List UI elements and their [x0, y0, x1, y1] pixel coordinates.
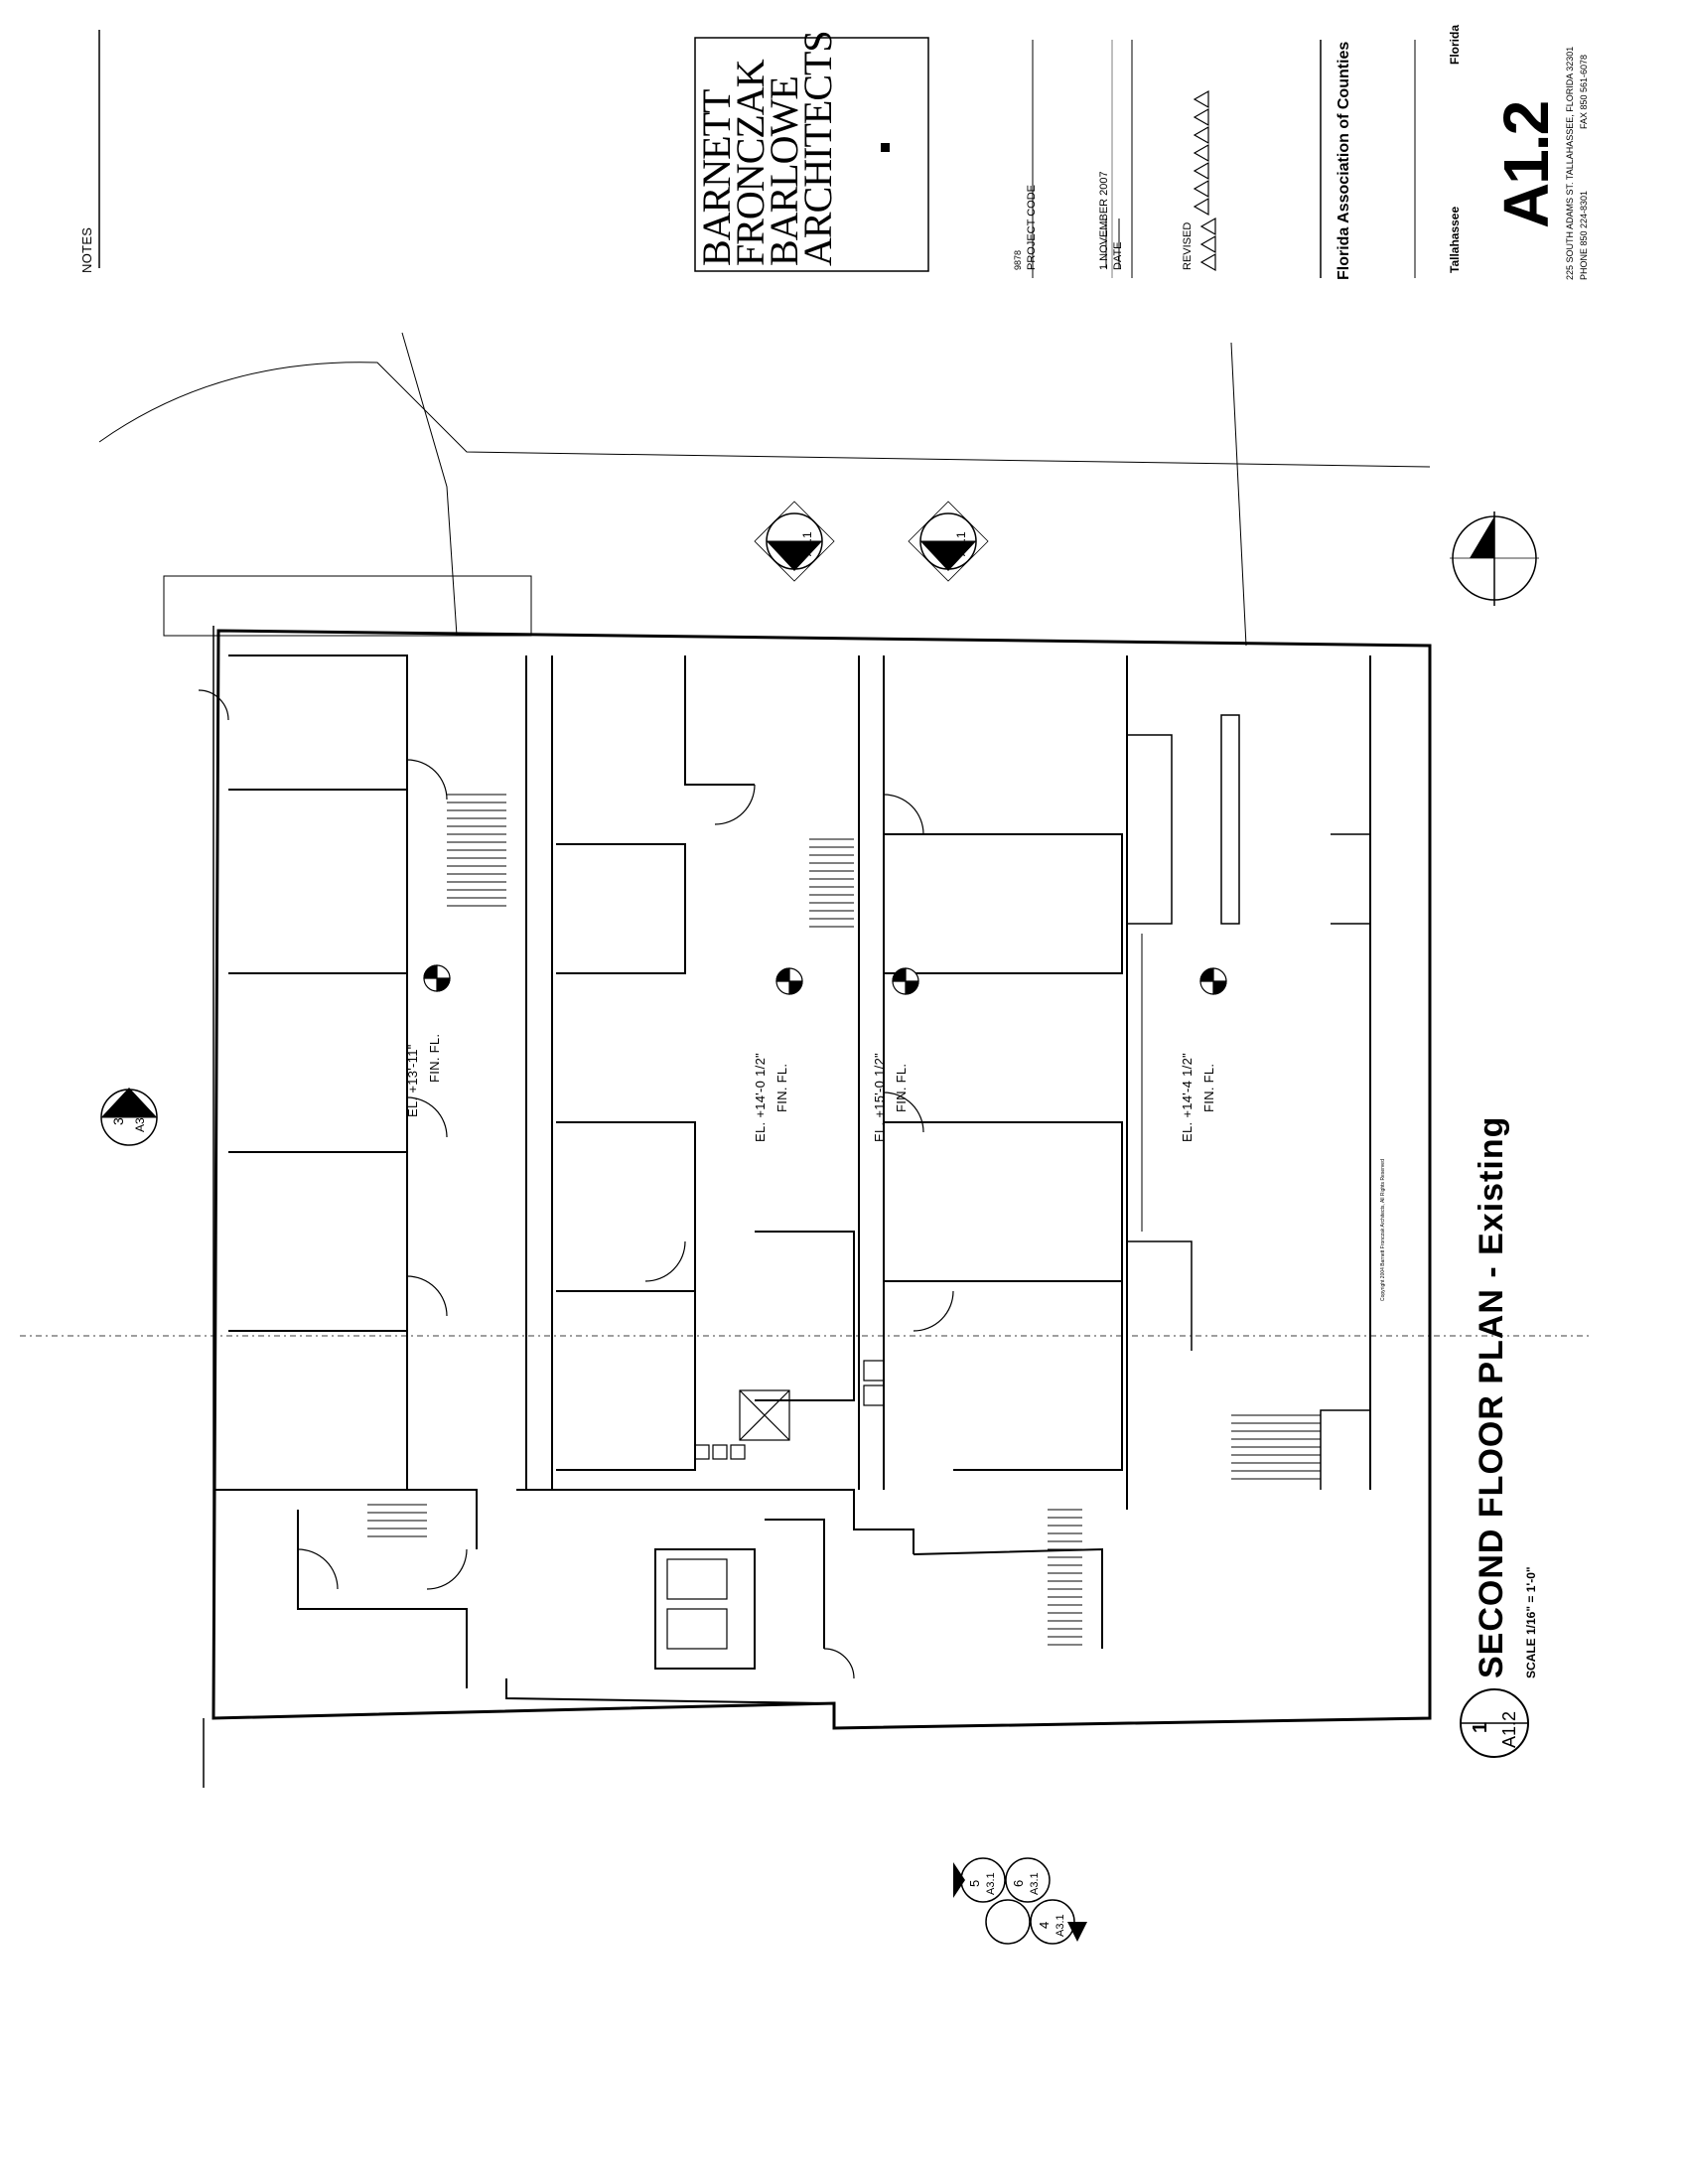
drawing-scale: SCALE 1/16" = 1'-0"	[1524, 1566, 1538, 1678]
section-marker-5-number: 5	[967, 1879, 982, 1887]
client-name: Florida Association of Counties	[1336, 41, 1352, 280]
elevation-label-3: EL. +15'-0 1/2"	[872, 1052, 887, 1142]
section-marker-2-sheet: A3.1	[954, 531, 968, 556]
sheet-number: A1.2	[1490, 101, 1562, 228]
copyright-notice: Copyright 2004 Barnett Fronczak Architec…	[1380, 1159, 1386, 1301]
drawing-title: SECOND FLOOR PLAN - Existing	[1473, 1115, 1510, 1678]
section-marker-6-sheet: A3.1	[1029, 1872, 1041, 1895]
floor-label-2: FIN. FL.	[774, 1063, 789, 1112]
section-marker-3-number: 3	[110, 1117, 126, 1125]
section-marker-6-number: 6	[1011, 1879, 1026, 1887]
project-code-value: 9878	[1013, 249, 1023, 270]
date-value: 1 NOVEMBER 2007	[1098, 171, 1110, 270]
floor-label-3: FIN. FL.	[894, 1063, 909, 1112]
floor-label-1: FIN. FL.	[427, 1033, 442, 1083]
firm-name-line4: ARCHITECTS	[795, 31, 840, 266]
elevation-label-1: EL. +13'-11"	[405, 1044, 420, 1117]
elevation-label-2: EL. +14'-0 1/2"	[753, 1052, 768, 1142]
section-marker-1-sheet: A3.1	[800, 531, 814, 556]
revised-label: REVISED	[1182, 221, 1194, 270]
section-marker-5-sheet: A3.1	[985, 1872, 997, 1895]
firm-logo: BARNETT FRONCZAK BARLOWE ARCHITECTS	[694, 31, 840, 266]
firm-address: 225 SOUTH ADAMS ST. TALLAHASSEE, FLORIDA…	[1565, 46, 1575, 280]
state-name: Florida	[1448, 24, 1462, 65]
section-marker-2-number: 2	[930, 540, 946, 548]
date-label: DATE	[1112, 241, 1124, 270]
detail-bubble-sheet: A1.2	[1499, 1710, 1519, 1748]
project-code-label: PROJECT CODE	[1026, 185, 1038, 270]
city-name: Tallahassee	[1448, 206, 1462, 273]
firm-fax: FAX 850 561-6078	[1579, 54, 1589, 129]
section-marker-4-number: 4	[1037, 1921, 1052, 1929]
floor-label-4: FIN. FL.	[1201, 1063, 1216, 1112]
detail-bubble-number: 1	[1470, 1721, 1491, 1733]
section-marker-1-number: 1	[776, 540, 792, 548]
elevation-label-4: EL. +14'-4 1/2"	[1180, 1052, 1195, 1142]
section-marker-3-sheet: A3.1	[133, 1107, 147, 1132]
firm-phone: PHONE 850 224-8301	[1579, 190, 1589, 280]
section-marker-4-sheet: A3.1	[1055, 1914, 1066, 1937]
notes-label: NOTES	[79, 226, 94, 273]
